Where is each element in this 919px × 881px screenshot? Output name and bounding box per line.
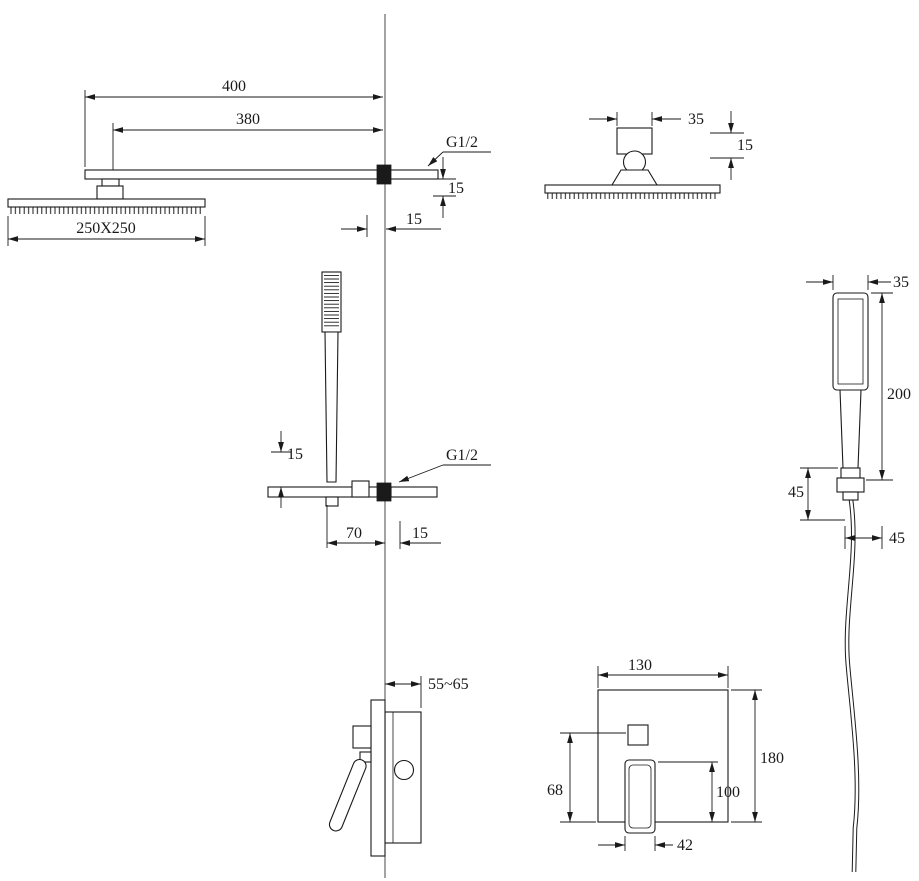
view-mixer-front: 130 180 100 68 42	[547, 657, 784, 854]
thread-label-bracket: G1/2	[446, 447, 478, 464]
dim-head-size: 250X250	[76, 220, 136, 237]
dim-handle-offset: 100	[716, 784, 740, 801]
mixer-lever	[328, 758, 367, 832]
connector-neck	[840, 467, 861, 479]
bracket-pipe	[390, 486, 438, 498]
thread-label-arm: G1/2	[446, 134, 478, 151]
dim-offset: 15	[737, 137, 753, 154]
dim-embed-depth: 55~65	[428, 676, 469, 693]
view-rain-shower-side: 35 15	[544, 111, 753, 199]
nozzle-comb	[10, 207, 203, 214]
dim-bracket-length: 70	[346, 525, 362, 542]
wall-flange	[376, 482, 392, 502]
trim-plate-side	[370, 699, 386, 857]
dim-flange-depth: 15	[406, 211, 422, 228]
trim-plate	[597, 689, 729, 823]
arm-stub	[616, 127, 653, 155]
rain-head-plate-side	[544, 184, 721, 194]
dim-head-width: 35	[893, 274, 909, 291]
hose-nipple	[842, 491, 859, 501]
view-hand-shower-front: 15 G1/2 70 15	[267, 271, 491, 549]
dim-plate-height: 180	[760, 750, 784, 767]
arm-joint	[101, 178, 120, 187]
dim-arm-width: 35	[688, 111, 704, 128]
dim-button-offset: 68	[547, 782, 563, 799]
hose-connector	[325, 496, 339, 507]
dim-hose-offset: 45	[889, 530, 905, 547]
dim-arm-drop: 15	[448, 180, 464, 197]
hand-shower-handle	[839, 389, 862, 469]
view-hand-shower-side: 35 200 45 45	[788, 274, 911, 873]
spray-face-dots	[837, 298, 864, 385]
shower-arm	[84, 169, 439, 180]
dim-handle-width: 42	[677, 837, 693, 854]
leader-line	[427, 151, 444, 167]
outlet-port	[393, 759, 415, 781]
nozzle-comb	[547, 193, 718, 199]
connector-nut	[836, 477, 865, 493]
view-mixer-side: 55~65	[328, 676, 469, 857]
dim-arm-length: 380	[236, 111, 260, 128]
mixer-handle	[624, 759, 656, 834]
dim-connector-height: 45	[788, 484, 804, 501]
dim-bracket-rise: 15	[287, 446, 303, 463]
diverter-knob-side	[352, 725, 372, 749]
wall-flange	[376, 164, 392, 185]
hand-shower-handle	[324, 331, 339, 483]
holder-block	[351, 480, 370, 498]
diverter-button	[627, 724, 649, 746]
dim-plate-width: 130	[628, 657, 652, 674]
handle-pivot	[359, 751, 372, 763]
dim-length: 200	[887, 386, 911, 403]
dim-arm-overall: 400	[222, 78, 246, 95]
spray-face-edge	[324, 275, 339, 329]
mixer-handle-inner	[628, 764, 652, 829]
dim-flange-depth: 15	[412, 525, 428, 542]
joint-cone	[611, 169, 658, 186]
rain-head-plate	[7, 198, 206, 208]
leader-line	[398, 464, 444, 483]
arm-joint-cone	[96, 185, 124, 200]
shower-hose-highlight	[845, 499, 859, 873]
view-rain-shower-front: 400 380 250X250 G1/2 15 15	[7, 78, 491, 246]
